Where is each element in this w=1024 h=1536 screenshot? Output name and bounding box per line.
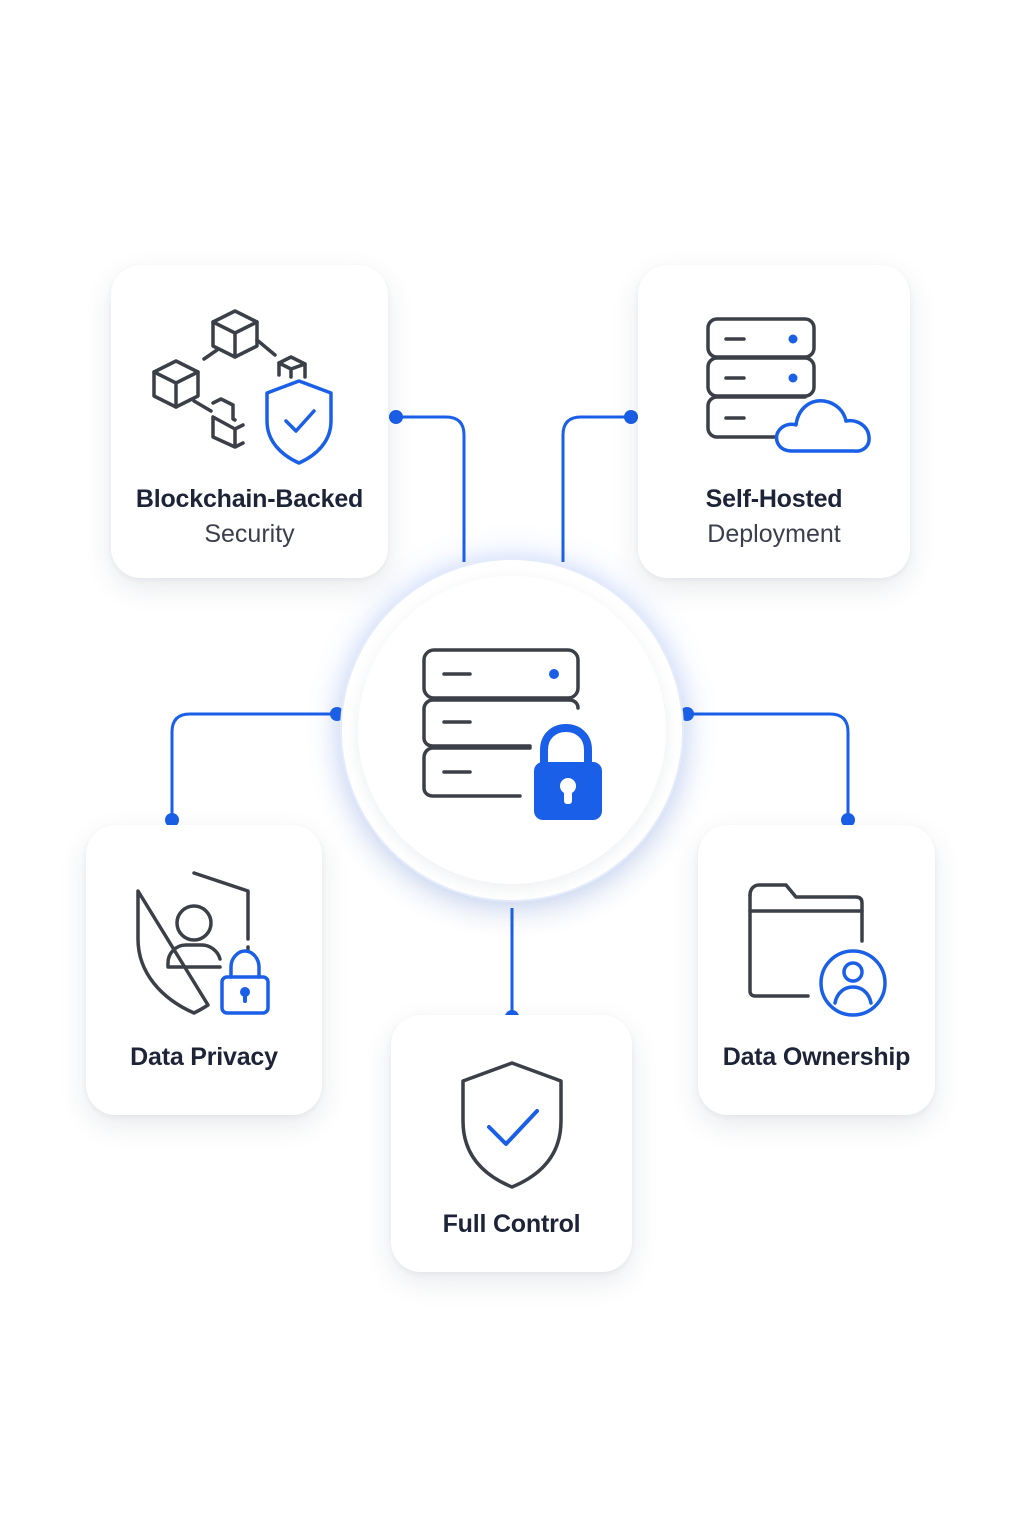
blockchain-shield-icon (152, 309, 333, 465)
hub-inner-circle (358, 576, 666, 884)
connector-privacy (170, 712, 337, 820)
connector-dot (165, 813, 179, 827)
card-title: Full Control (442, 1210, 581, 1238)
connector-dot (680, 707, 694, 721)
central-hub (342, 560, 682, 900)
connector-dot (389, 410, 403, 424)
card-title: Self-Hosted (705, 485, 843, 513)
shield-user-lock-icon (136, 871, 270, 1015)
folder-user-icon (748, 883, 887, 1017)
connector-dot (841, 813, 855, 827)
card-title: Data Ownership (722, 1043, 911, 1071)
connector-dot (330, 707, 344, 721)
card-blockchain-security: Blockchain-Backed Security (111, 265, 388, 578)
connector-dot (624, 410, 638, 424)
server-cloud-icon (706, 317, 871, 453)
card-data-ownership: Data Ownership (698, 825, 935, 1115)
card-subtitle: Security (204, 520, 295, 548)
connector-self-hosted (561, 415, 631, 562)
connector-ownership (687, 712, 850, 820)
card-full-control: Full Control (391, 1015, 632, 1272)
card-self-hosted-deployment: Self-Hosted Deployment (638, 265, 910, 578)
card-title: Data Privacy (130, 1043, 278, 1071)
shield-check-icon (461, 1061, 563, 1189)
card-title: Blockchain-Backed (135, 485, 364, 513)
server-lock-icon (422, 648, 602, 820)
connector-blockchain (396, 415, 466, 562)
card-data-privacy: Data Privacy (86, 825, 322, 1115)
card-subtitle: Deployment (707, 520, 841, 548)
